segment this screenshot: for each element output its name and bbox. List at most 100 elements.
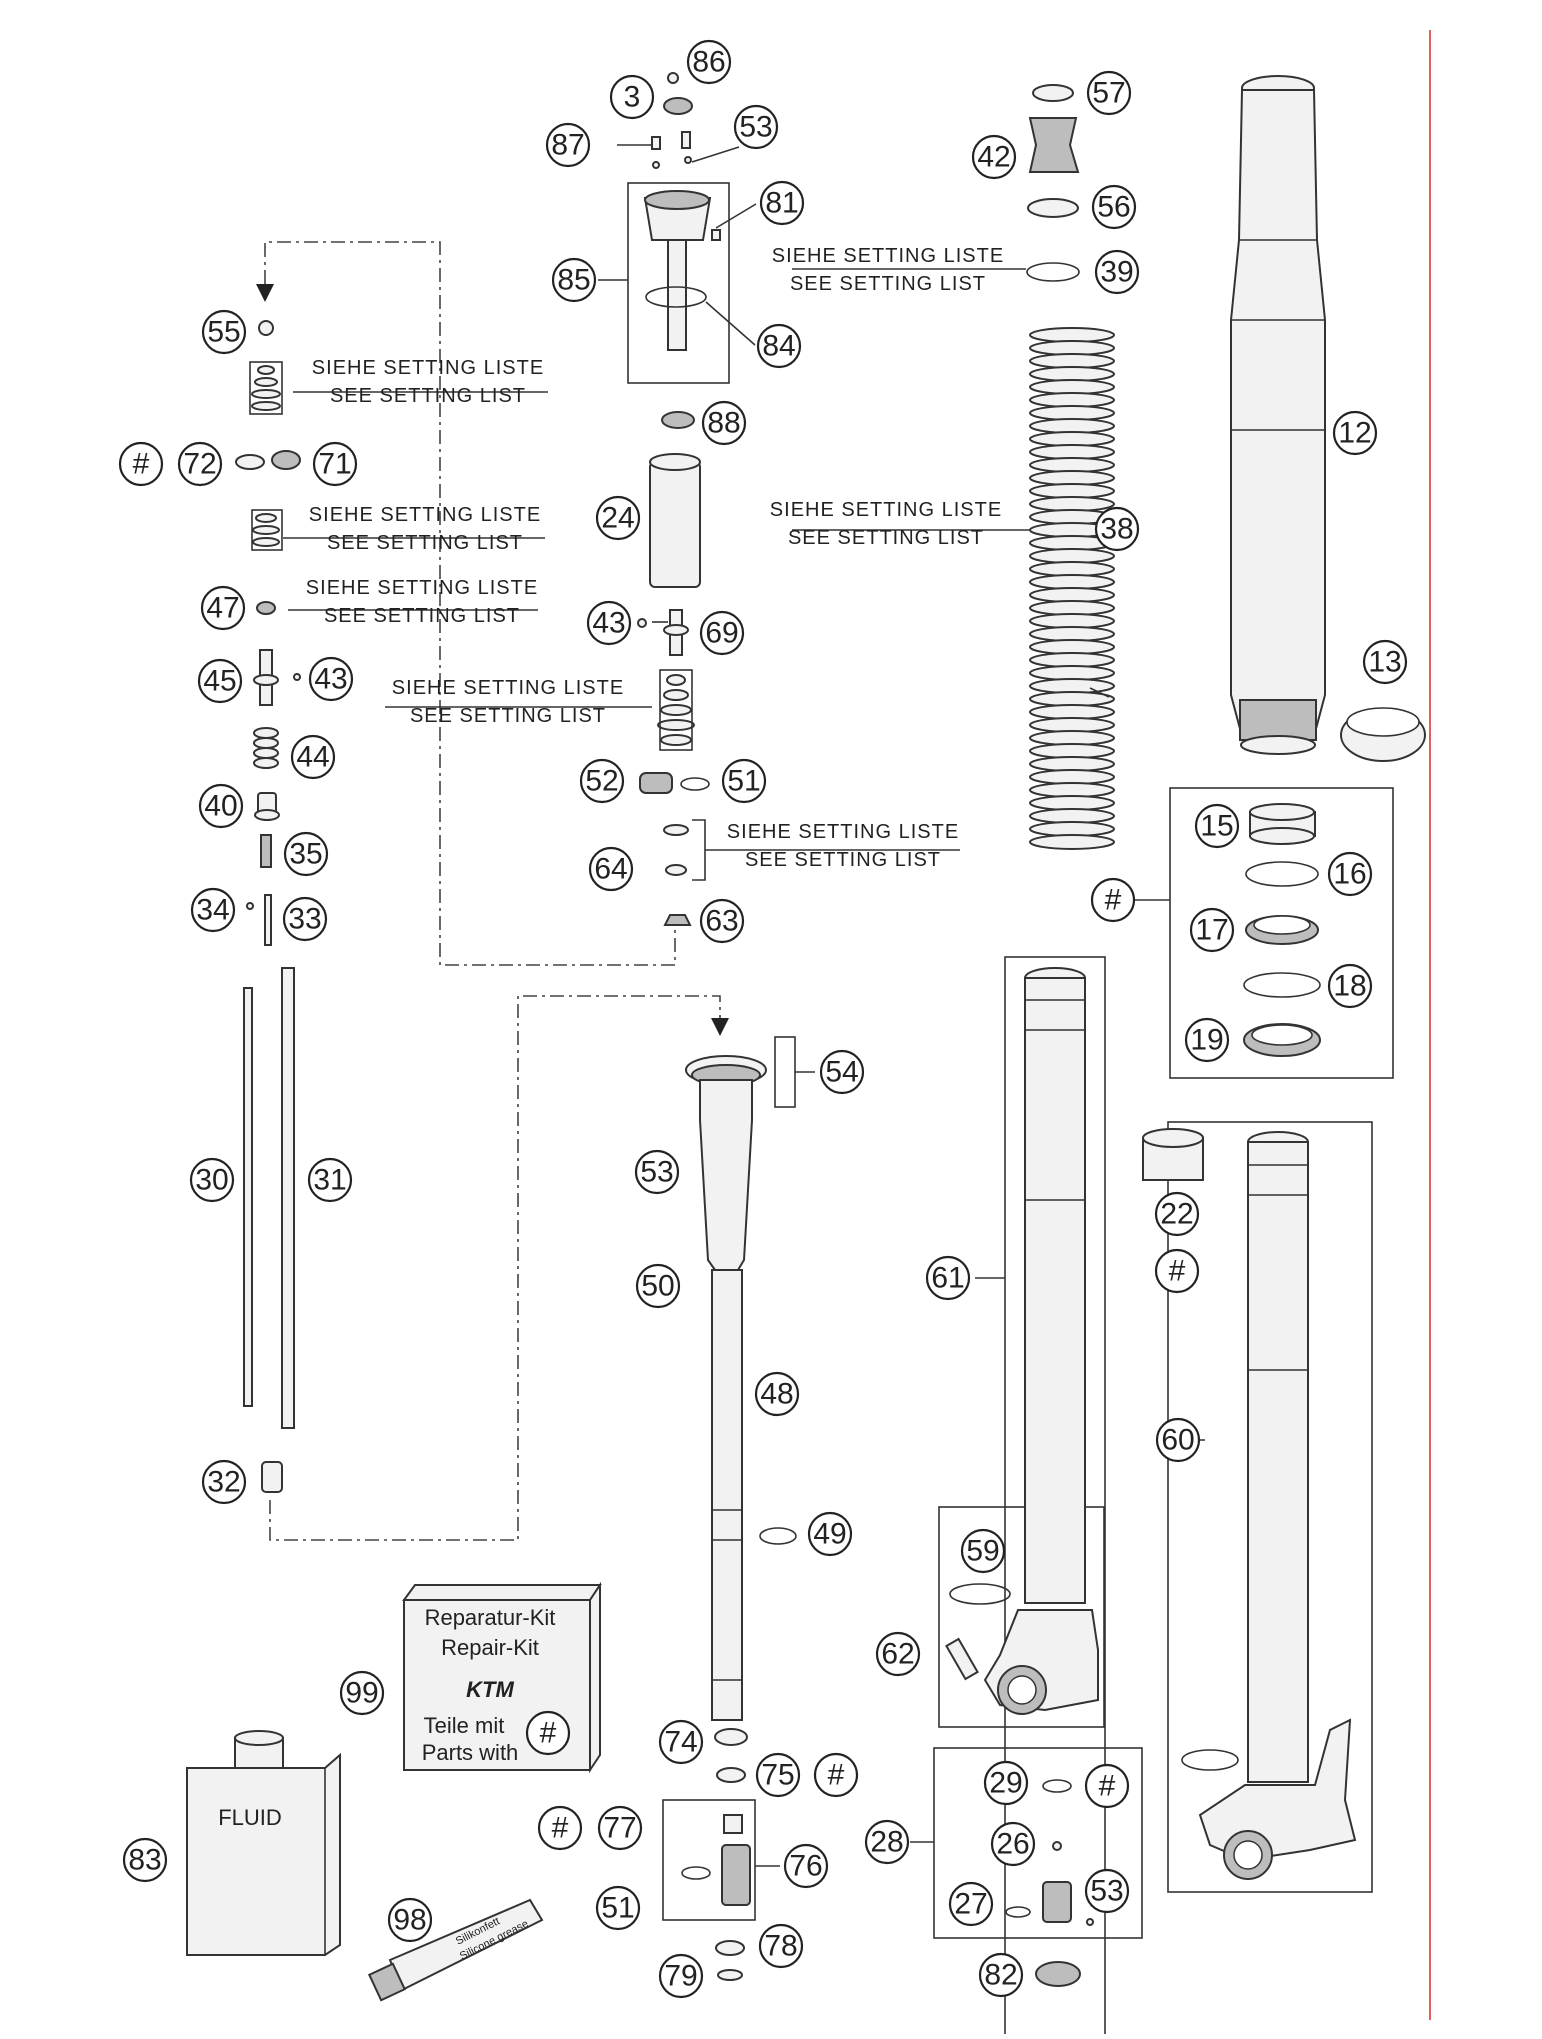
callout-60: 60 <box>1155 1417 1201 1463</box>
setting-note-en: SEE SETTING LIST <box>410 705 606 727</box>
shim-stack <box>657 674 695 746</box>
callout-number: 55 <box>207 316 240 349</box>
callout-26: 26 <box>990 1821 1036 1867</box>
setting-note-en: SEE SETTING LIST <box>324 605 520 627</box>
spring-sleeve <box>649 461 701 588</box>
callout-number: # <box>540 1717 557 1750</box>
callout-48: 48 <box>754 1371 800 1417</box>
fork-spring <box>1029 327 1115 850</box>
callout-30: 30 <box>189 1157 235 1203</box>
callout-hash: # <box>537 1805 583 1851</box>
callout-53: 53 <box>634 1149 680 1195</box>
adjuster-cap <box>663 97 693 115</box>
spring-coil <box>1029 808 1115 824</box>
callout-number: 82 <box>984 1959 1017 1992</box>
callout-number: 86 <box>692 46 725 79</box>
callout-number: 17 <box>1195 914 1228 947</box>
callout-number: 34 <box>196 894 229 927</box>
callout-72: 72 <box>177 441 223 487</box>
ring-18 <box>1243 972 1321 998</box>
callout-number: # <box>1099 1770 1116 1803</box>
tube-61-frame-lower <box>938 1506 1105 1728</box>
callout-number: 18 <box>1333 970 1366 1003</box>
nut-32 <box>261 1461 283 1493</box>
spring-coil <box>1029 626 1115 642</box>
callout-51: 51 <box>721 758 767 804</box>
assembly-path-cartridge <box>264 241 676 966</box>
callout-82: 82 <box>978 1952 1024 1998</box>
cartridge-tube <box>685 1055 767 1721</box>
kit-line3: Teile mit <box>424 1713 505 1738</box>
callout-78: 78 <box>758 1923 804 1969</box>
callout-45: 45 <box>197 658 243 704</box>
bleeder-kit-frame <box>933 1747 1143 1939</box>
callout-number: 40 <box>204 790 237 823</box>
valve-frame <box>662 1799 756 1921</box>
seal <box>716 1767 746 1783</box>
callout-52: 52 <box>579 758 625 804</box>
callout-74: 74 <box>658 1719 704 1765</box>
spring-coil <box>1029 587 1115 603</box>
repair-kit-box: Reparatur-Kit Repair-Kit KTM Teile mit P… <box>402 1581 602 1774</box>
callout-55: 55 <box>201 309 247 355</box>
spring-coil <box>1029 496 1115 512</box>
callout-number: 51 <box>727 765 760 798</box>
nut <box>258 320 274 336</box>
callout-98: 98 <box>387 1897 433 1943</box>
rod-30 <box>243 987 253 1407</box>
setting-note-en: SEE SETTING LIST <box>330 385 526 407</box>
assembly-path-bottom <box>269 995 721 1541</box>
callout-43: 43 <box>308 656 354 702</box>
o-ring <box>759 1527 797 1545</box>
spring-coil <box>1029 340 1115 356</box>
callout-24: 24 <box>595 495 641 541</box>
callout-19: 19 <box>1184 1017 1230 1063</box>
callout-number: 57 <box>1092 77 1125 110</box>
shim-stack-left-2 <box>252 513 280 547</box>
callout-69: 69 <box>699 610 745 656</box>
spring-coil <box>1029 821 1115 837</box>
callout-number: 53 <box>739 111 772 144</box>
callout-number: 22 <box>1160 1198 1193 1231</box>
callout-number: 81 <box>765 187 798 220</box>
callout-88: 88 <box>701 400 747 446</box>
callout-number: 27 <box>954 1888 987 1921</box>
kit-line1: Reparatur-Kit <box>425 1605 556 1630</box>
spring-coil <box>1029 665 1115 681</box>
callout-62: 62 <box>875 1631 921 1677</box>
spring-coil <box>1029 743 1115 759</box>
callout-hash: # <box>813 1752 859 1798</box>
preload-spacer <box>1028 117 1080 173</box>
ktm-logo: KTM <box>466 1677 514 1702</box>
callout-number: 29 <box>989 1767 1022 1800</box>
callout-number: 31 <box>313 1164 346 1197</box>
setting-note-de: SIEHE SETTING LISTE <box>727 821 959 843</box>
spring-coil <box>1029 379 1115 395</box>
setting-note-de: SIEHE SETTING LISTE <box>772 245 1004 267</box>
o-ring <box>681 1866 711 1880</box>
callout-15: 15 <box>1194 803 1240 849</box>
callout-number: 72 <box>183 448 216 481</box>
callout-number: 63 <box>705 905 738 938</box>
callout-number: 19 <box>1190 1024 1223 1057</box>
callout-number: 48 <box>760 1378 793 1411</box>
callout-51: 51 <box>595 1885 641 1931</box>
callout-44: 44 <box>290 734 336 780</box>
spring-coil <box>1029 769 1115 785</box>
callout-85: 85 <box>551 257 597 303</box>
cap-rod <box>667 239 687 351</box>
spring-coil <box>1029 431 1115 447</box>
callout-22: 22 <box>1154 1191 1200 1237</box>
setting-note-en: SEE SETTING LIST <box>788 527 984 549</box>
screw-small <box>681 131 691 149</box>
callout-17: 17 <box>1189 907 1235 953</box>
callout-47: 47 <box>200 585 246 631</box>
callout-53: 53 <box>733 104 779 150</box>
callout-31: 31 <box>307 1157 353 1203</box>
callout-number: 45 <box>203 665 236 698</box>
leader-lines <box>283 144 1205 1867</box>
cap-frame <box>627 182 730 384</box>
callout-77: 77 <box>597 1805 643 1851</box>
callout-84: 84 <box>756 323 802 369</box>
bracket-line <box>692 819 706 881</box>
